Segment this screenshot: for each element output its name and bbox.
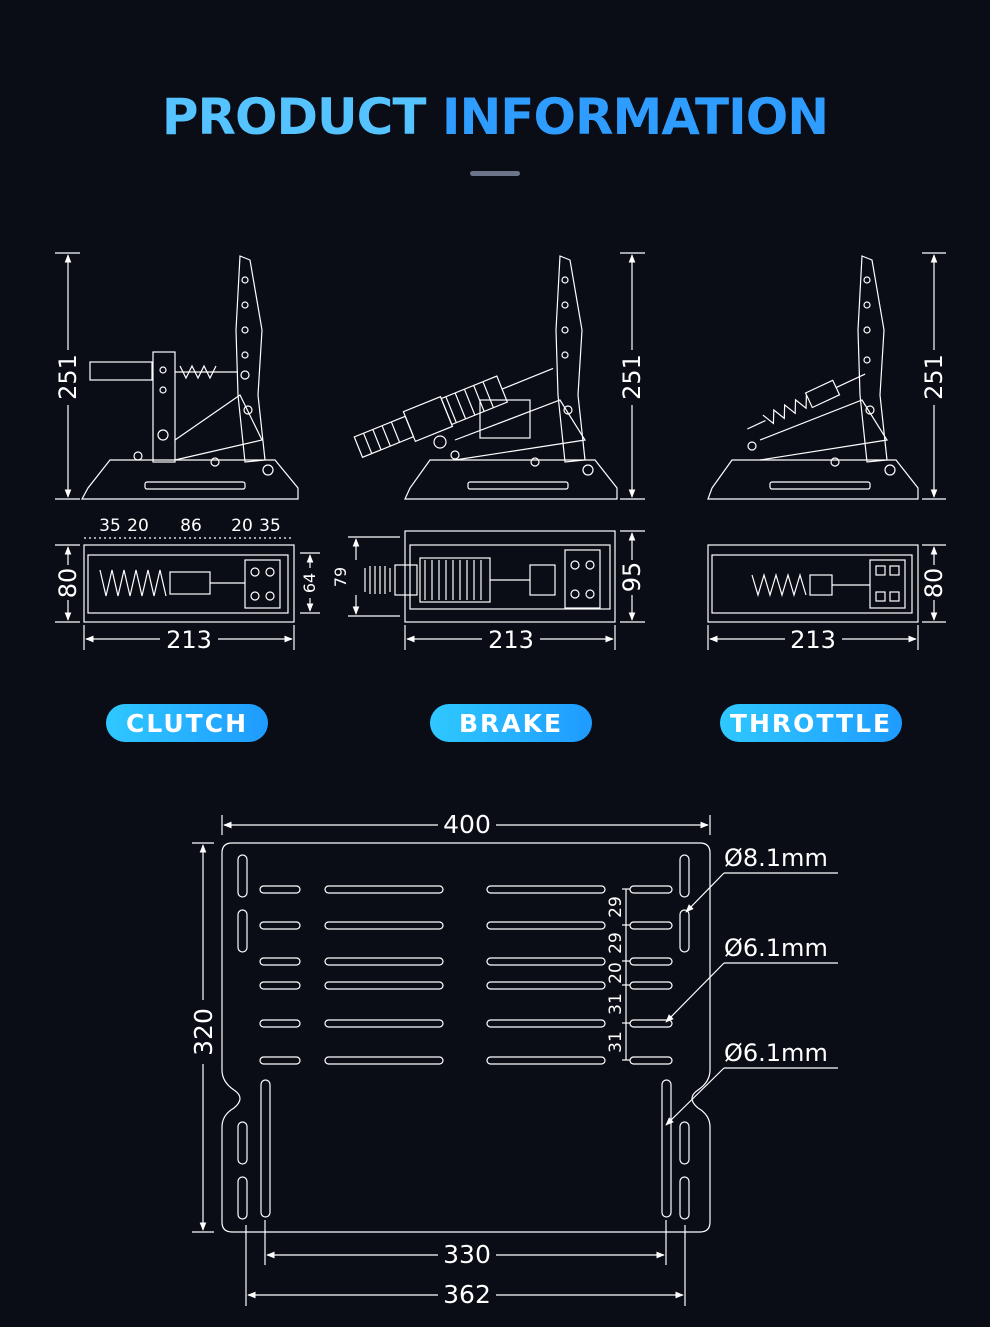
slot-spacing-3: 20 [606,962,626,984]
clutch-label-pill: CLUTCH [106,704,268,742]
throttle-label-pill: THROTTLE [720,704,902,742]
baseplate-drawing [192,815,838,1306]
brake-inner-depth-label: 79 [331,567,350,587]
baseplate-inner-width-label: 330 [443,1240,491,1269]
throttle-width-label: 213 [790,626,836,654]
clutch-spacing-2: 20 [127,516,149,536]
slot-rows [259,885,673,1065]
slot-spacing-5: 31 [606,1031,626,1053]
slot-spacing-4: 31 [606,993,626,1015]
throttle-top-view [707,544,946,650]
slot-spacing-2: 29 [606,932,626,954]
baseplate-width-label: 400 [443,810,491,839]
hole-diameter-2: Ø6.1mm [724,934,828,962]
clutch-spacing-3: 86 [180,516,202,536]
hole-diameter-3: Ø6.1mm [724,1039,828,1067]
clutch-width-label: 213 [166,626,212,654]
page-title: PRODUCT INFORMATION [0,88,990,146]
title-word-information: INFORMATION [441,88,829,146]
brake-top-view [348,530,645,650]
clutch-spacing-1: 35 [99,516,121,536]
throttle-height-label: 251 [920,354,948,400]
clutch-side-view [55,252,299,500]
clutch-top-view [55,537,320,650]
slot-spacing-1: 29 [606,896,626,918]
brake-depth-label: 95 [618,562,646,593]
brake-side-view [353,252,645,500]
clutch-spacing-4: 20 [231,516,253,536]
hole-diameter-1: Ø8.1mm [724,844,828,872]
brake-height-label: 251 [618,354,646,400]
throttle-depth-label: 80 [920,568,948,599]
clutch-depth-label: 80 [54,568,82,599]
title-word-product: PRODUCT [161,88,427,146]
baseplate-outer-width-label: 362 [443,1280,491,1309]
clutch-inner-depth-label: 64 [300,573,319,593]
brake-width-label: 213 [488,626,534,654]
baseplate-height-label: 320 [189,1008,218,1056]
throttle-side-view [707,252,946,500]
clutch-height-label: 251 [54,354,82,400]
brake-label-pill: BRAKE [430,704,592,742]
clutch-spacing-5: 35 [259,516,281,536]
title-underline [470,171,520,176]
